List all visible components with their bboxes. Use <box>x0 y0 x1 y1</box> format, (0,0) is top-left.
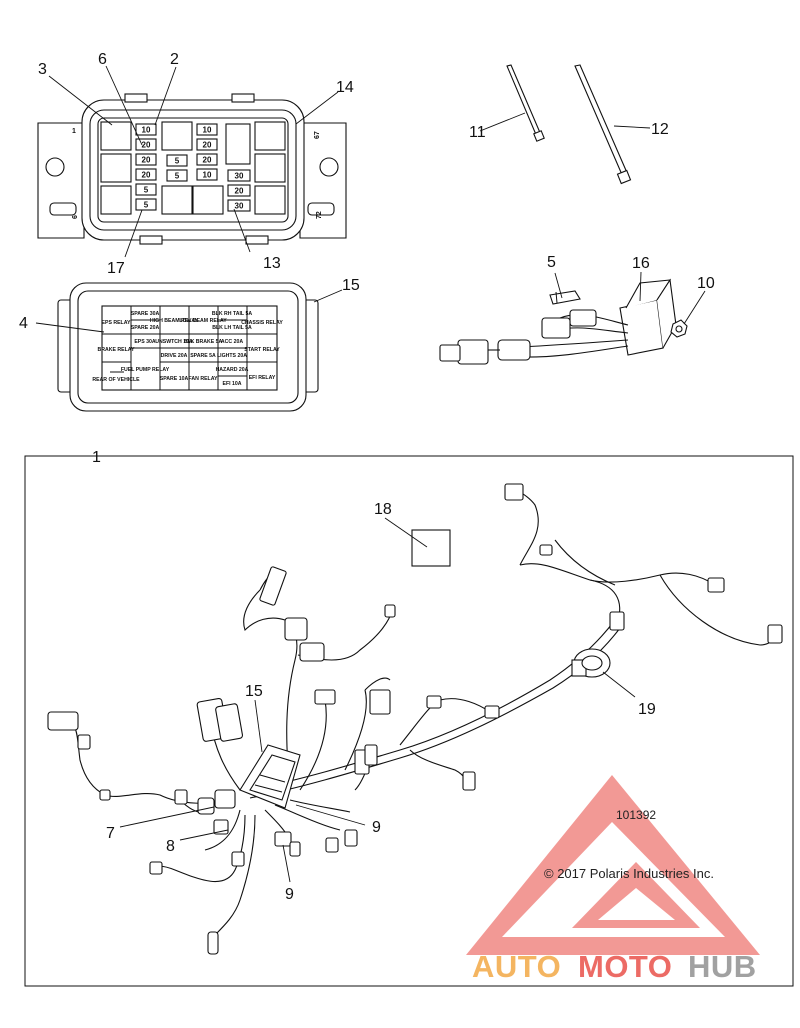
callout-3: 3 <box>38 61 47 78</box>
watermark-moto: MOTO <box>578 949 672 984</box>
callout-6: 6 <box>98 51 107 68</box>
fuse-value: 20 <box>203 156 212 165</box>
watermark-hub: HUB <box>688 949 757 984</box>
cover-label: REAR OF VEHICLE <box>92 377 140 383</box>
cover-label: BLK RH TAIL 5A <box>212 311 252 317</box>
fuse-value: 5 <box>144 201 149 210</box>
fuse-box-cover: EPS RELAY BRAKE RELAY REAR OF VEHICLE SP… <box>57 282 319 412</box>
cover-label: UNSWTCH 10A <box>155 339 193 345</box>
callout-4: 4 <box>19 315 28 332</box>
cable-tie-long <box>574 64 632 185</box>
cover-label: BLK LH TAIL 5A <box>212 325 252 331</box>
callout-14: 14 <box>336 79 354 96</box>
cover-label: LOW BEAM RELAY <box>179 318 227 324</box>
callout-17: 17 <box>107 260 125 277</box>
cover-label: HAZARD 20A <box>216 367 249 373</box>
watermark-text: AUTO MOTO HUB <box>472 949 757 984</box>
watermark-auto: AUTO <box>472 949 561 984</box>
cover-label: EFI 10A <box>222 381 241 387</box>
cover-label: SPARE 10A <box>160 376 189 382</box>
fuse-value: 10 <box>203 171 212 180</box>
fuse-value: 10 <box>203 126 212 135</box>
callout-11: 11 <box>469 124 486 141</box>
callout-9: 9 <box>372 819 381 836</box>
callout-5: 5 <box>547 254 556 271</box>
fuse-value: 30 <box>235 172 244 181</box>
fuse-value: 20 <box>142 171 151 180</box>
callout-19: 19 <box>638 701 656 718</box>
callout-15: 15 <box>342 277 360 294</box>
callout-2: 2 <box>170 51 179 68</box>
cover-label: EPS RELAY <box>102 320 131 326</box>
label-tag <box>411 529 451 567</box>
cover-label: EFI RELAY <box>249 375 276 381</box>
callout-12: 12 <box>651 121 669 138</box>
fuse-value: 30 <box>235 202 244 211</box>
callout-16: 16 <box>632 255 650 272</box>
cover-label: ACC 20A <box>221 339 243 345</box>
cover-label: FUEL PUMP RELAY <box>121 367 170 373</box>
callout-13: 13 <box>263 255 281 272</box>
cover-label: START RELAY <box>244 347 280 353</box>
fuse-value: 20 <box>203 141 212 150</box>
pin-label-6: 6 <box>72 215 79 219</box>
cover-label: HIGH BEAM RELAY <box>150 318 199 324</box>
fuse-value: 20 <box>142 141 151 150</box>
callout-9: 9 <box>285 886 294 903</box>
fuse-column-1: 10 20 20 20 5 5 <box>135 123 157 211</box>
copyright-notice: © 2017 Polaris Industries Inc. <box>544 866 714 881</box>
main-harness-frame <box>24 455 794 987</box>
leader-lines <box>35 65 706 883</box>
cover-label: FAN RELAY <box>189 376 218 382</box>
fuse-value: 5 <box>144 186 149 195</box>
cable-tie-short <box>506 64 545 142</box>
fuse-column-2: 5 5 <box>166 154 188 182</box>
harness-fuse-box <box>239 744 301 809</box>
fuse-value: 10 <box>142 126 151 135</box>
cover-label: BRAKE RELAY <box>98 347 136 353</box>
callout-8: 8 <box>166 838 175 855</box>
callout-10: 10 <box>697 275 715 292</box>
fuse-box-top-view: 10 20 20 20 5 5 5 5 10 20 20 10 <box>37 93 347 245</box>
fuse-value: 20 <box>142 156 151 165</box>
callout-numbers: 1 2 3 4 5 6 7 8 9 9 10 11 12 13 14 15 15… <box>19 51 715 903</box>
cover-label: DRIVE 20A <box>161 353 188 359</box>
watermark-logo <box>466 775 760 955</box>
fuse-value: 5 <box>175 172 180 181</box>
pin-label-1: 1 <box>72 128 76 135</box>
figure-number: 101392 <box>616 808 656 822</box>
pin-label-67: 67 <box>314 131 321 139</box>
cover-label: SPARE 5A <box>190 353 216 359</box>
callout-1: 1 <box>92 449 101 466</box>
relay-sub-harness <box>439 278 688 365</box>
fuse-column-4: 30 20 30 <box>227 169 251 212</box>
switch-assembly <box>571 648 611 678</box>
fuse-value: 20 <box>235 187 244 196</box>
callout-18: 18 <box>374 501 392 518</box>
fuse-column-3: 10 20 20 10 <box>196 123 218 181</box>
callout-7: 7 <box>106 825 115 842</box>
cover-label: SPARE 20A <box>131 325 160 331</box>
cover-label: CHASSIS RELAY <box>241 320 283 326</box>
cover-label: EPS 30A <box>134 339 156 345</box>
cover-label: BLK BRAKE 5A <box>184 339 223 345</box>
pin-label-72: 72 <box>316 211 323 219</box>
callout-15: 15 <box>245 683 263 700</box>
cover-label: LIGHTS 20A <box>217 353 247 359</box>
fuse-value: 5 <box>175 157 180 166</box>
cover-label: SPARE 30A <box>131 311 160 317</box>
